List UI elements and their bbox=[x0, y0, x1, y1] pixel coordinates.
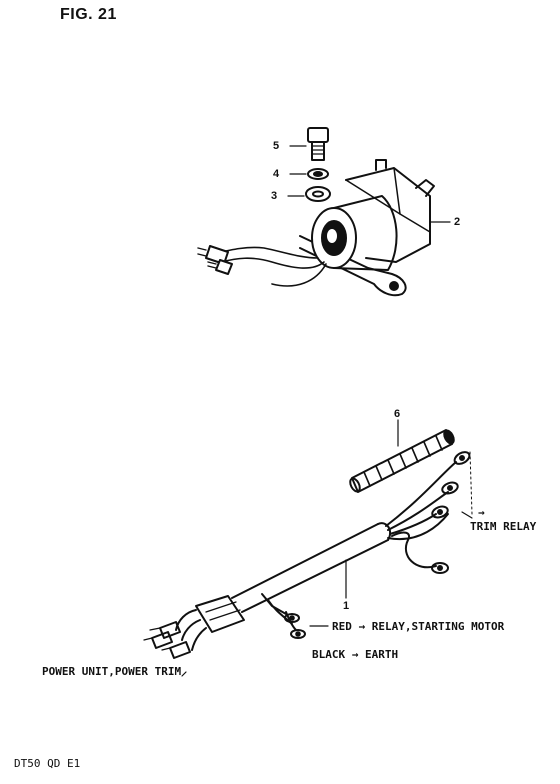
washer-icon bbox=[305, 186, 331, 202]
power-unit-label: POWER UNIT,POWER TRIM bbox=[42, 665, 182, 678]
part-number-4: 4 bbox=[273, 168, 280, 180]
arrow-icon: → bbox=[478, 506, 485, 519]
bolt-icon bbox=[307, 127, 329, 161]
figure-title: FIG. 21 bbox=[60, 6, 117, 23]
part-number-1: 1 bbox=[343, 600, 350, 612]
black-wire-label: BLACK → EARTH bbox=[312, 648, 399, 661]
part-number-2: 2 bbox=[454, 216, 461, 228]
starter-relay-icon bbox=[197, 159, 435, 297]
washer-icon bbox=[307, 168, 329, 180]
part-number-6: 6 bbox=[394, 408, 401, 420]
part-number-5: 5 bbox=[273, 140, 280, 152]
protector-tube-icon bbox=[349, 429, 455, 493]
part-number-3: 3 bbox=[271, 190, 278, 202]
trim-relay-label: → TRIM RELAY bbox=[470, 506, 537, 533]
model-code: DT50 QD E1 bbox=[14, 757, 81, 770]
wire-harness-icon bbox=[143, 451, 473, 659]
red-wire-label: RED → RELAY,STARTING MOTOR bbox=[332, 620, 505, 633]
